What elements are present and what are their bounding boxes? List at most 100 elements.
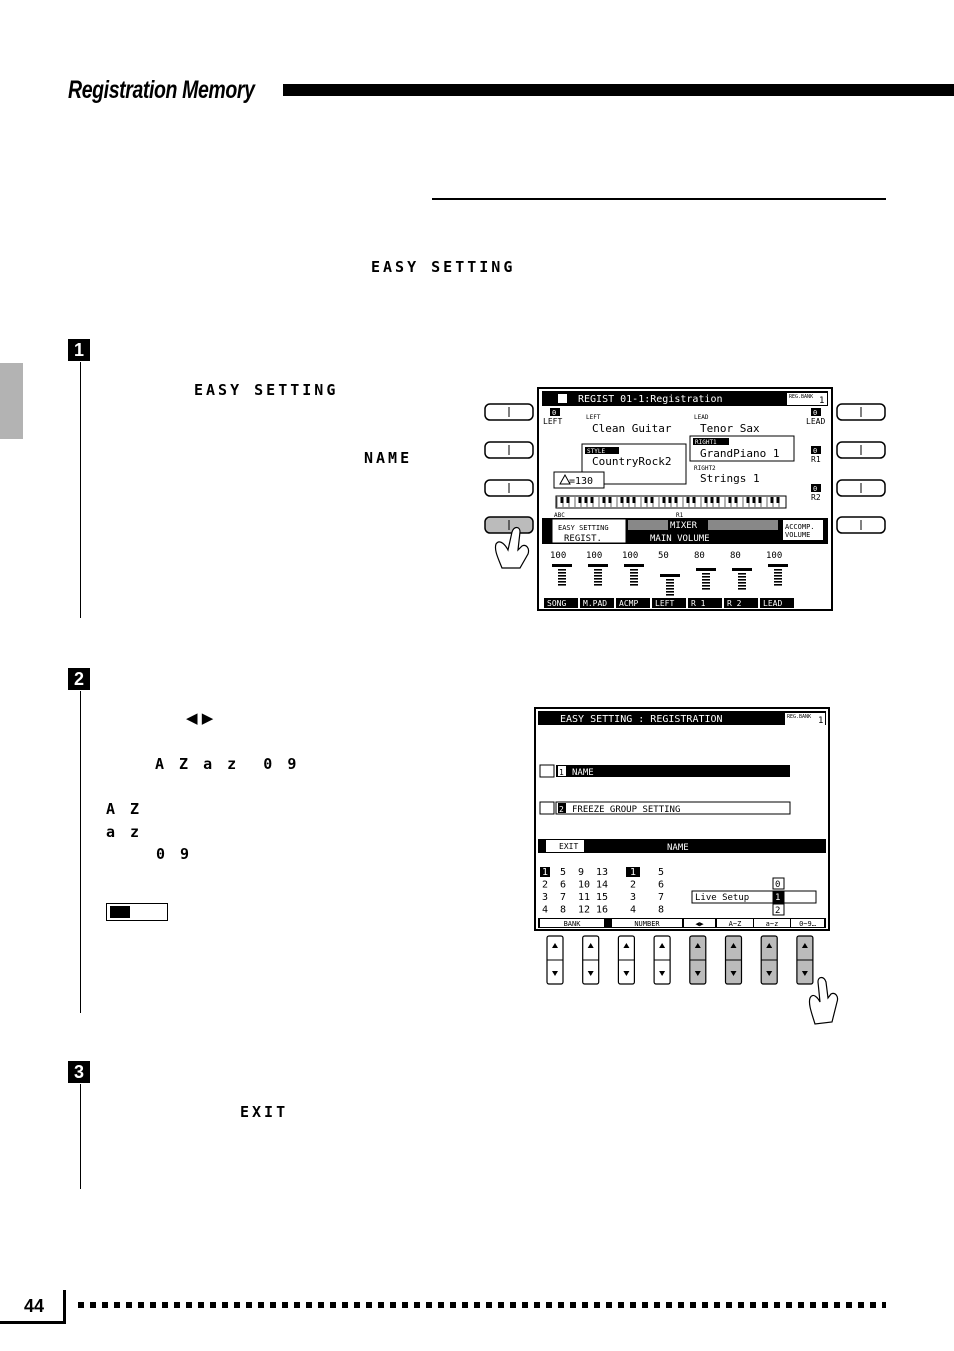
mixer-knob-4[interactable]: [696, 568, 716, 571]
lcd1-right2-voice: Strings 1: [700, 472, 760, 485]
mixer-channel-4: R 1: [691, 599, 706, 608]
lcd2-tab-0[interactable]: BANK: [564, 920, 582, 928]
svg-text:0: 0: [813, 409, 817, 417]
svg-text:1: 1: [559, 768, 564, 777]
mixer-value-3: 50: [658, 551, 669, 561]
right-buttons[interactable]: [836, 403, 886, 534]
name-value-box[interactable]: [691, 890, 817, 904]
lcd1-style-name: CountryRock2: [592, 455, 671, 468]
bank-cell[interactable]: 11: [578, 892, 590, 903]
lcd1-side-lead: LEAD: [806, 417, 825, 426]
bank-cell[interactable]: 4: [542, 905, 548, 916]
mixer-knob-5[interactable]: [732, 568, 752, 571]
lcd2-tab-1[interactable]: NUMBER: [634, 920, 660, 928]
mixer-value-4: 80: [694, 551, 705, 561]
menu-item-name[interactable]: [556, 765, 790, 777]
number-cell[interactable]: 2: [630, 880, 636, 891]
step-2-number: 2: [68, 668, 90, 690]
left-buttons[interactable]: [484, 403, 534, 534]
section-rule: [432, 198, 886, 200]
lcd1-side-r2: R2: [811, 493, 821, 502]
lcd2-tab-4[interactable]: a~z: [766, 920, 779, 928]
number-cell[interactable]: 7: [658, 892, 664, 903]
lcd1-bank-label: REG.BANK: [789, 394, 813, 400]
bank-cell[interactable]: 2: [542, 880, 548, 891]
bank-cell[interactable]: 14: [596, 880, 608, 891]
number-cell[interactable]: 4: [630, 905, 636, 916]
bank-cell[interactable]: 9: [578, 867, 584, 878]
lcd1-r1-marker: R1: [676, 512, 684, 519]
lcd1-abc-label: ABC: [554, 512, 565, 519]
lcd1-tab-accomp[interactable]: ACCOMP.: [785, 523, 815, 531]
header-bar: [283, 84, 954, 96]
lcd1-lead-label: LEAD: [694, 414, 709, 421]
number-cell[interactable]: 5: [658, 867, 664, 878]
bank-cell[interactable]: 1: [542, 867, 548, 878]
bank-cell[interactable]: 15: [596, 892, 608, 903]
lcd2-tab-3[interactable]: A~Z: [729, 920, 742, 928]
lcd1-tab-mixer[interactable]: MIXER: [670, 521, 698, 531]
mixer-knob-0[interactable]: [552, 564, 572, 567]
number-cell[interactable]: 8: [658, 905, 664, 916]
number-cell[interactable]: 3: [630, 892, 636, 903]
lcd2-title: EASY SETTING : REGISTRATION: [560, 714, 723, 725]
mixer-channel-1: M.PAD: [583, 599, 607, 608]
bank-cell[interactable]: 13: [596, 867, 608, 878]
step-2-chars-upper: A Z: [106, 800, 143, 818]
mixer-value-5: 80: [730, 551, 741, 561]
lcd1-side-r1: R1: [811, 455, 821, 464]
bank-cell[interactable]: 16: [596, 905, 608, 916]
lcd1-style-label: STYLE: [587, 448, 605, 455]
mixer-knob-3[interactable]: [660, 574, 680, 577]
mixer-channel-6: LEAD: [763, 599, 782, 608]
svg-text:0: 0: [813, 447, 817, 455]
mixer-channel-3: LEFT: [655, 599, 674, 608]
mixer-value-6: 100: [766, 551, 782, 561]
step-1-keyword-easy-setting: EASY SETTING: [194, 381, 339, 399]
lcd1-tab-regist[interactable]: REGIST.: [564, 534, 602, 544]
lcd2-tab-5[interactable]: 0~9…: [799, 920, 816, 928]
metronome-icon: [559, 473, 571, 485]
mixer-value-1: 100: [586, 551, 602, 561]
item1-icon: [539, 764, 555, 778]
mixer-value-0: 100: [550, 551, 566, 561]
bank-cell[interactable]: 7: [560, 892, 566, 903]
lcd1-left-label: LEFT: [586, 414, 601, 421]
lcd2-bank-label: REG.BANK: [787, 714, 811, 720]
bank-cell[interactable]: 8: [560, 905, 566, 916]
step-1-keyword-name: NAME: [364, 449, 413, 467]
lcd1-right1-voice: GrandPiano 1: [700, 447, 779, 460]
exit-label: EXIT: [559, 842, 578, 851]
bank-cell[interactable]: 6: [560, 880, 566, 891]
step-3-keyword-exit: EXIT: [240, 1103, 289, 1121]
lcd1-title: REGIST 01-1:Registration: [578, 394, 723, 405]
bank-cell[interactable]: 5: [560, 867, 566, 878]
number-cell[interactable]: 6: [658, 880, 664, 891]
menu-item-freeze[interactable]: [555, 801, 791, 815]
lcd-2-figure: EASY SETTING : REGISTRATION REG.BANK 1 1…: [534, 707, 839, 1025]
lcd1-tab-volume: VOLUME: [785, 531, 810, 539]
bank-cell[interactable]: 12: [578, 905, 590, 916]
lcd1-tab-easy-setting[interactable]: EASY SETTING: [558, 524, 609, 532]
bank-cell[interactable]: 10: [578, 880, 590, 891]
bank-cell[interactable]: 3: [542, 892, 548, 903]
mixer-knob-1[interactable]: [588, 564, 608, 567]
lcd1-right2-label: RIGHT2: [694, 465, 716, 472]
mixer-knob-2[interactable]: [624, 564, 644, 567]
edit-icon: [558, 394, 567, 403]
lcd2-tab-2[interactable]: ◀▶: [695, 920, 704, 928]
note-icon: [110, 906, 130, 918]
pointing-hand-icon: [494, 526, 530, 569]
lcd1-right1-label: RIGHT1: [695, 439, 717, 446]
exit-button[interactable]: [546, 840, 584, 852]
step-1-number: 1: [68, 339, 90, 361]
number-cell[interactable]: 1: [630, 867, 636, 878]
mixer-knob-6[interactable]: [768, 564, 788, 567]
step-2-arrows: ◀ ▶: [186, 710, 214, 727]
digit-option[interactable]: 0: [775, 880, 780, 890]
step-2-chars-all: A Z a z 0 9: [155, 755, 300, 773]
mixer-channel-5: R 2: [727, 599, 742, 608]
digit-option[interactable]: 1: [775, 893, 780, 903]
step-2-chars-digits: 0 9: [156, 845, 193, 863]
digit-option[interactable]: 2: [775, 906, 780, 916]
